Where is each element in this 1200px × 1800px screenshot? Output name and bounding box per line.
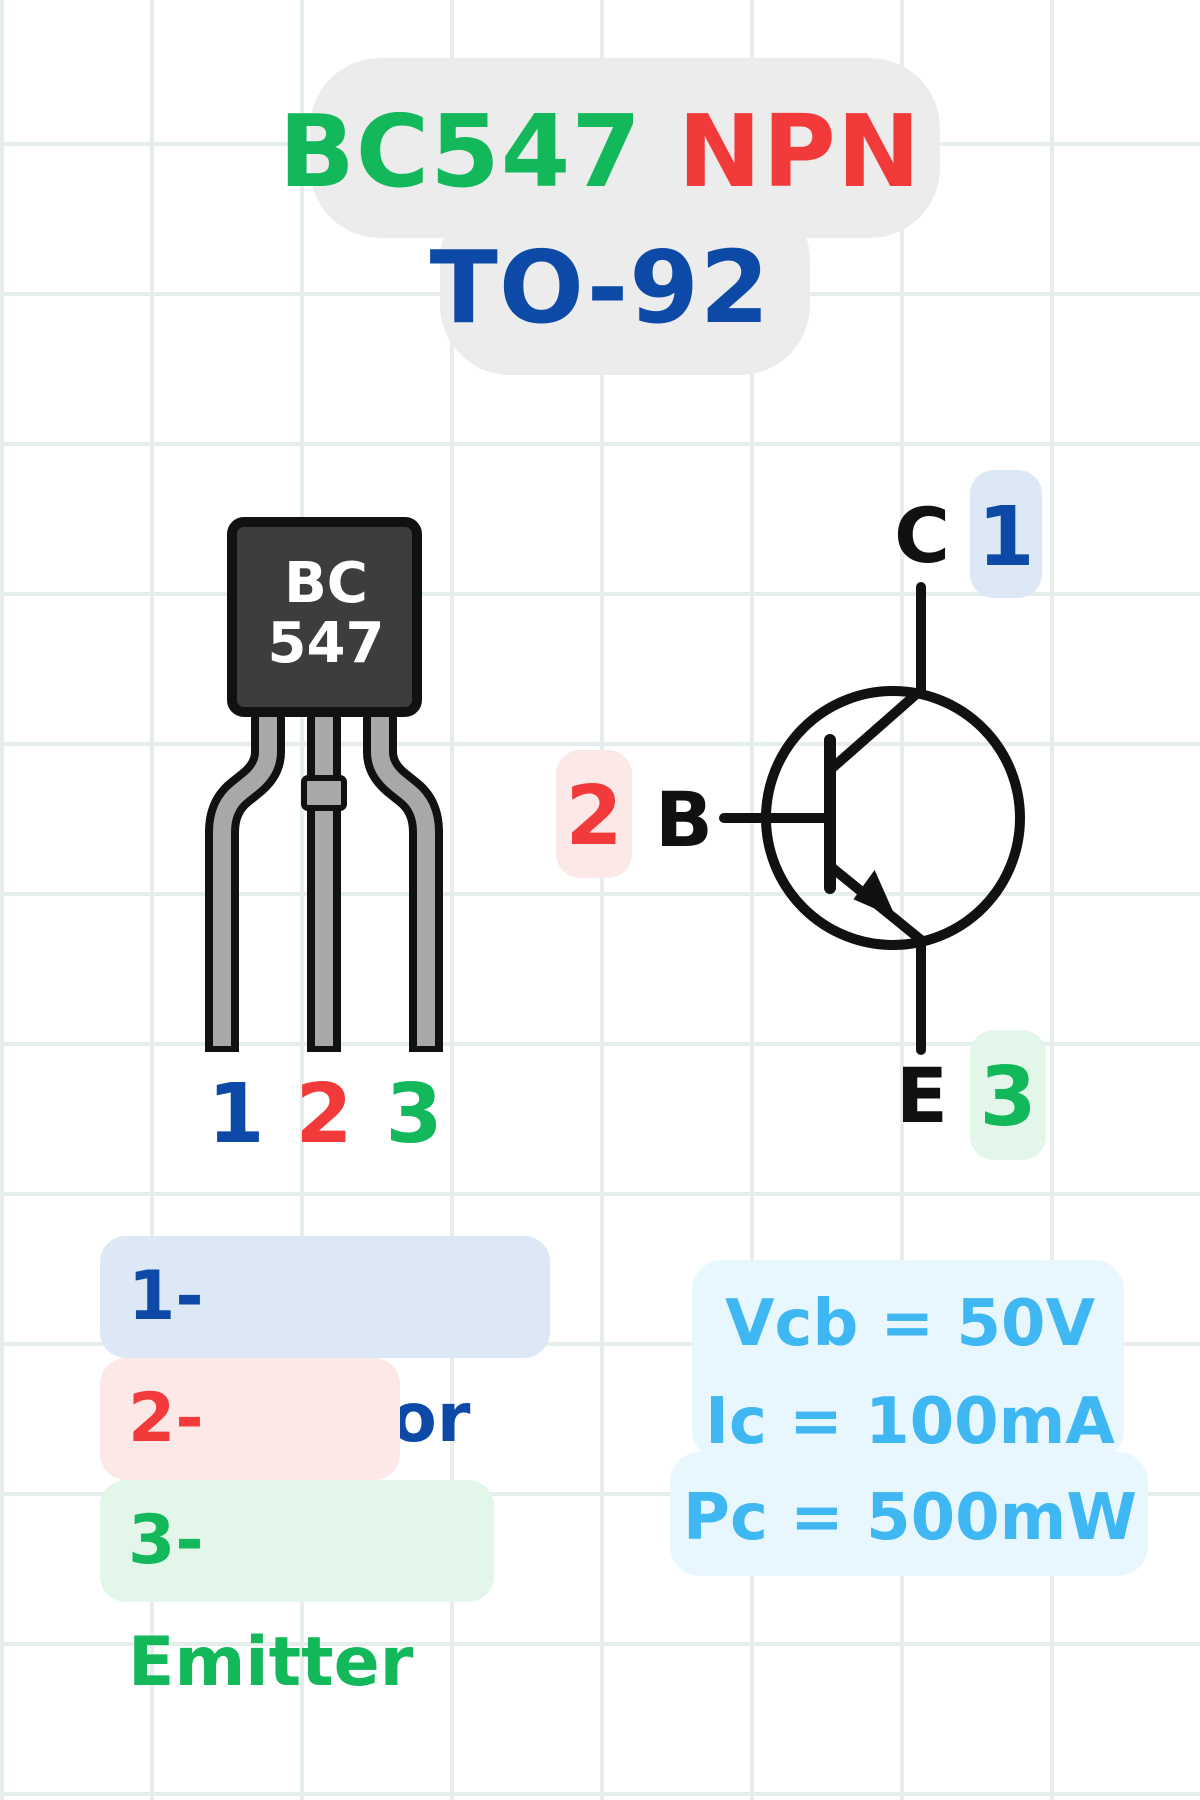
pin-number-3: 3	[385, 1067, 442, 1162]
emitter-arrow	[853, 870, 896, 918]
title-line-2: TO-92	[0, 238, 1200, 338]
title-package: TO-92	[429, 229, 771, 346]
title-line-1: BC547 NPN	[0, 102, 1200, 202]
collector-pin-badge	[970, 470, 1042, 598]
collector-pin-number: 1	[977, 490, 1034, 585]
package-label-line1: BC	[284, 551, 368, 616]
legend-base: 2- Base	[100, 1358, 400, 1580]
legend-emitter: 3- Emitter	[100, 1480, 494, 1702]
emitter-pin-badge	[970, 1030, 1046, 1160]
specs-background-bottom	[670, 1452, 1148, 1576]
package-body	[227, 517, 422, 717]
title-background-bottom	[440, 190, 810, 375]
npn-symbol	[719, 582, 1025, 1055]
spec-vcb: Vcb = 50V	[724, 1287, 1096, 1361]
specs-background-top	[692, 1260, 1124, 1460]
emitter-pin-number: 3	[979, 1050, 1036, 1145]
pin-number-2: 2	[295, 1067, 352, 1162]
legend-collector: 1- Collector	[100, 1236, 550, 1458]
base-pin-badge	[556, 750, 632, 878]
base-pin-number: 2	[565, 769, 622, 864]
pin-number-1: 1	[207, 1067, 264, 1162]
legend-emitter-label: 3- Emitter	[128, 1501, 414, 1702]
collector-letter: C	[894, 491, 950, 580]
title-part: BC547	[278, 93, 642, 210]
spec-pc: Pc = 500mW	[683, 1481, 1137, 1555]
base-letter: B	[655, 775, 713, 864]
spec-ic: Ic = 100mA	[705, 1385, 1115, 1459]
emitter-letter: E	[896, 1051, 948, 1140]
collector-diagonal	[825, 685, 926, 775]
package-label-line2: 547	[268, 611, 385, 676]
title-type: NPN	[677, 93, 922, 210]
to92-package: BC 547	[205, 517, 443, 1052]
